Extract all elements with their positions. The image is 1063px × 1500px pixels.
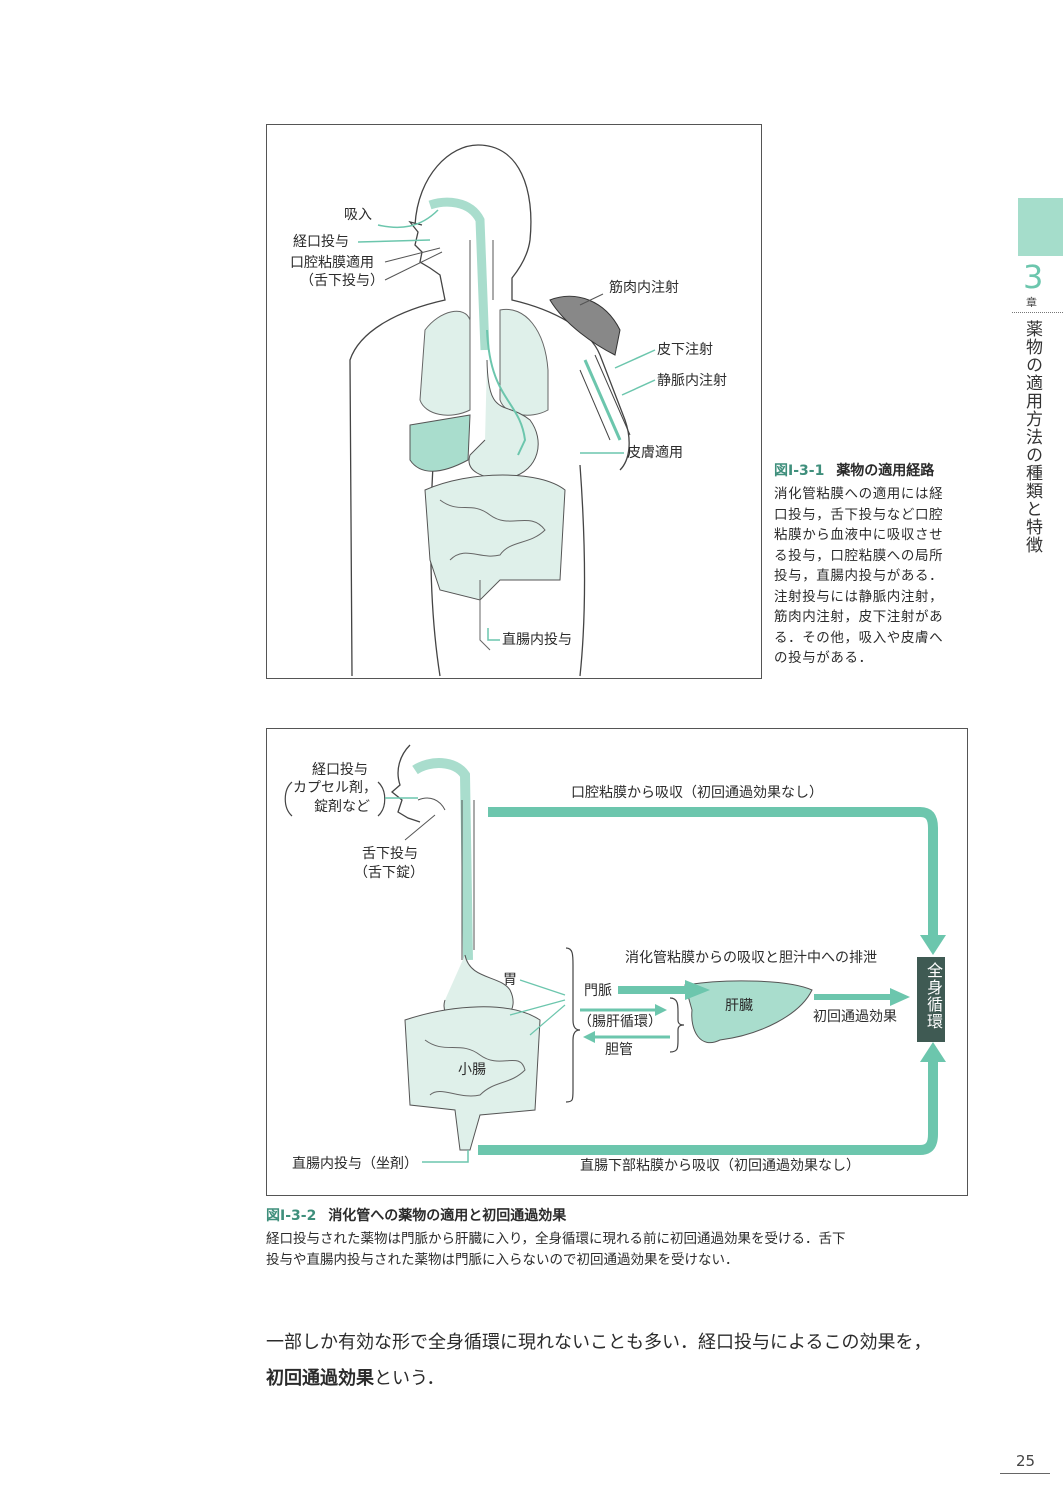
fig1-label-intramuscular: 筋肉内注射: [609, 280, 679, 296]
figure2-number: 図Ⅰ-3-2: [266, 1208, 317, 1224]
fig1-label-intravenous: 静脈内注射: [657, 373, 727, 389]
figure2-caption-title: 図Ⅰ-3-2 消化管への薬物の適用と初回通過効果: [266, 1205, 566, 1225]
chapter-char: 章: [1026, 296, 1037, 309]
fig2-label-portal-vein: 門脈: [584, 983, 612, 999]
systemic-circulation-label: 全身循環: [924, 962, 943, 1030]
chapter-divider: [1012, 312, 1063, 313]
systemic-circulation-box: [917, 957, 945, 1042]
fig2-label-liver: 肝臓: [725, 998, 753, 1014]
figure1-frame: [266, 124, 762, 679]
figure1-caption-title: 図Ⅰ-3-1 薬物の適用経路: [774, 460, 934, 480]
body-line2-rest: という．: [374, 1368, 445, 1389]
body-term-first-pass: 初回通過効果: [266, 1368, 374, 1389]
figure1-title: 薬物の適用経路: [836, 463, 935, 479]
figure2-caption-line1: 経口投与された薬物は門脈から肝臓に入り，全身循環に現れる前に初回通過効果を受ける…: [266, 1231, 846, 1247]
page-number-rule: [1000, 1473, 1050, 1474]
fig1-label-oral-mucosa: 口腔粘膜適用: [290, 255, 374, 271]
fig2-label-gi-absorption: 消化管粘膜からの吸収と胆汁中への排泄: [625, 950, 877, 966]
chapter-title: 薬物の適用方法の種類と特徴: [1022, 320, 1042, 554]
fig2-label-small-intestine: 小腸: [458, 1062, 486, 1078]
figure2-title: 消化管への薬物の適用と初回通過効果: [328, 1208, 567, 1224]
fig1-label-subcutaneous: 皮下注射: [657, 342, 713, 358]
fig2-label-bile-duct: 胆管: [605, 1042, 633, 1058]
fig2-label-rectal-absorption: 直腸下部粘膜から吸収（初回通過効果なし）: [580, 1158, 860, 1174]
figure1-number: 図Ⅰ-3-1: [774, 463, 825, 479]
fig2-label-stomach: 胃: [503, 972, 517, 988]
fig2-label-sublingual: 舌下投与: [362, 846, 418, 862]
figure2-caption-line2: 投与や直腸内投与された薬物は門脈に入らないので初回通過効果を受けない．: [266, 1252, 739, 1268]
body-line2: 初回通過効果という．: [266, 1364, 445, 1390]
fig2-label-sublingual-tablet: （舌下錠）: [354, 865, 424, 881]
fig1-label-dermal: 皮膚適用: [627, 445, 683, 461]
fig2-label-capsule: カプセル剤，: [293, 780, 377, 796]
fig2-label-oral-mucosa-absorption: 口腔粘膜から吸収（初回通過効果なし）: [571, 785, 823, 801]
fig1-label-rectal: 直腸内投与: [502, 632, 572, 648]
fig1-label-sublingual: （舌下投与）: [300, 273, 384, 289]
chapter-tab: [1018, 198, 1063, 256]
figure1-caption-text: 消化管粘膜への適用には経 口投与，舌下投与など口腔 粘膜から血液中に吸収させ る…: [774, 486, 944, 666]
fig1-label-inhalation: 吸入: [344, 207, 372, 223]
chapter-number: 3: [1023, 258, 1044, 296]
page-number: 25: [1016, 1452, 1036, 1470]
fig2-label-first-pass: 初回通過効果: [813, 1009, 897, 1025]
fig1-label-oral: 経口投与: [293, 234, 349, 250]
fig2-label-rectal-admin: 直腸内投与（坐剤）: [292, 1156, 418, 1172]
fig2-label-oral: 経口投与: [312, 762, 368, 778]
body-line1: 一部しか有効な形で全身循環に現れないことも多い．経口投与によるこの効果を，: [266, 1332, 932, 1353]
fig2-label-enterohepatic: （腸肝循環）: [578, 1014, 662, 1030]
fig2-label-tablet: 錠剤など: [314, 799, 370, 815]
